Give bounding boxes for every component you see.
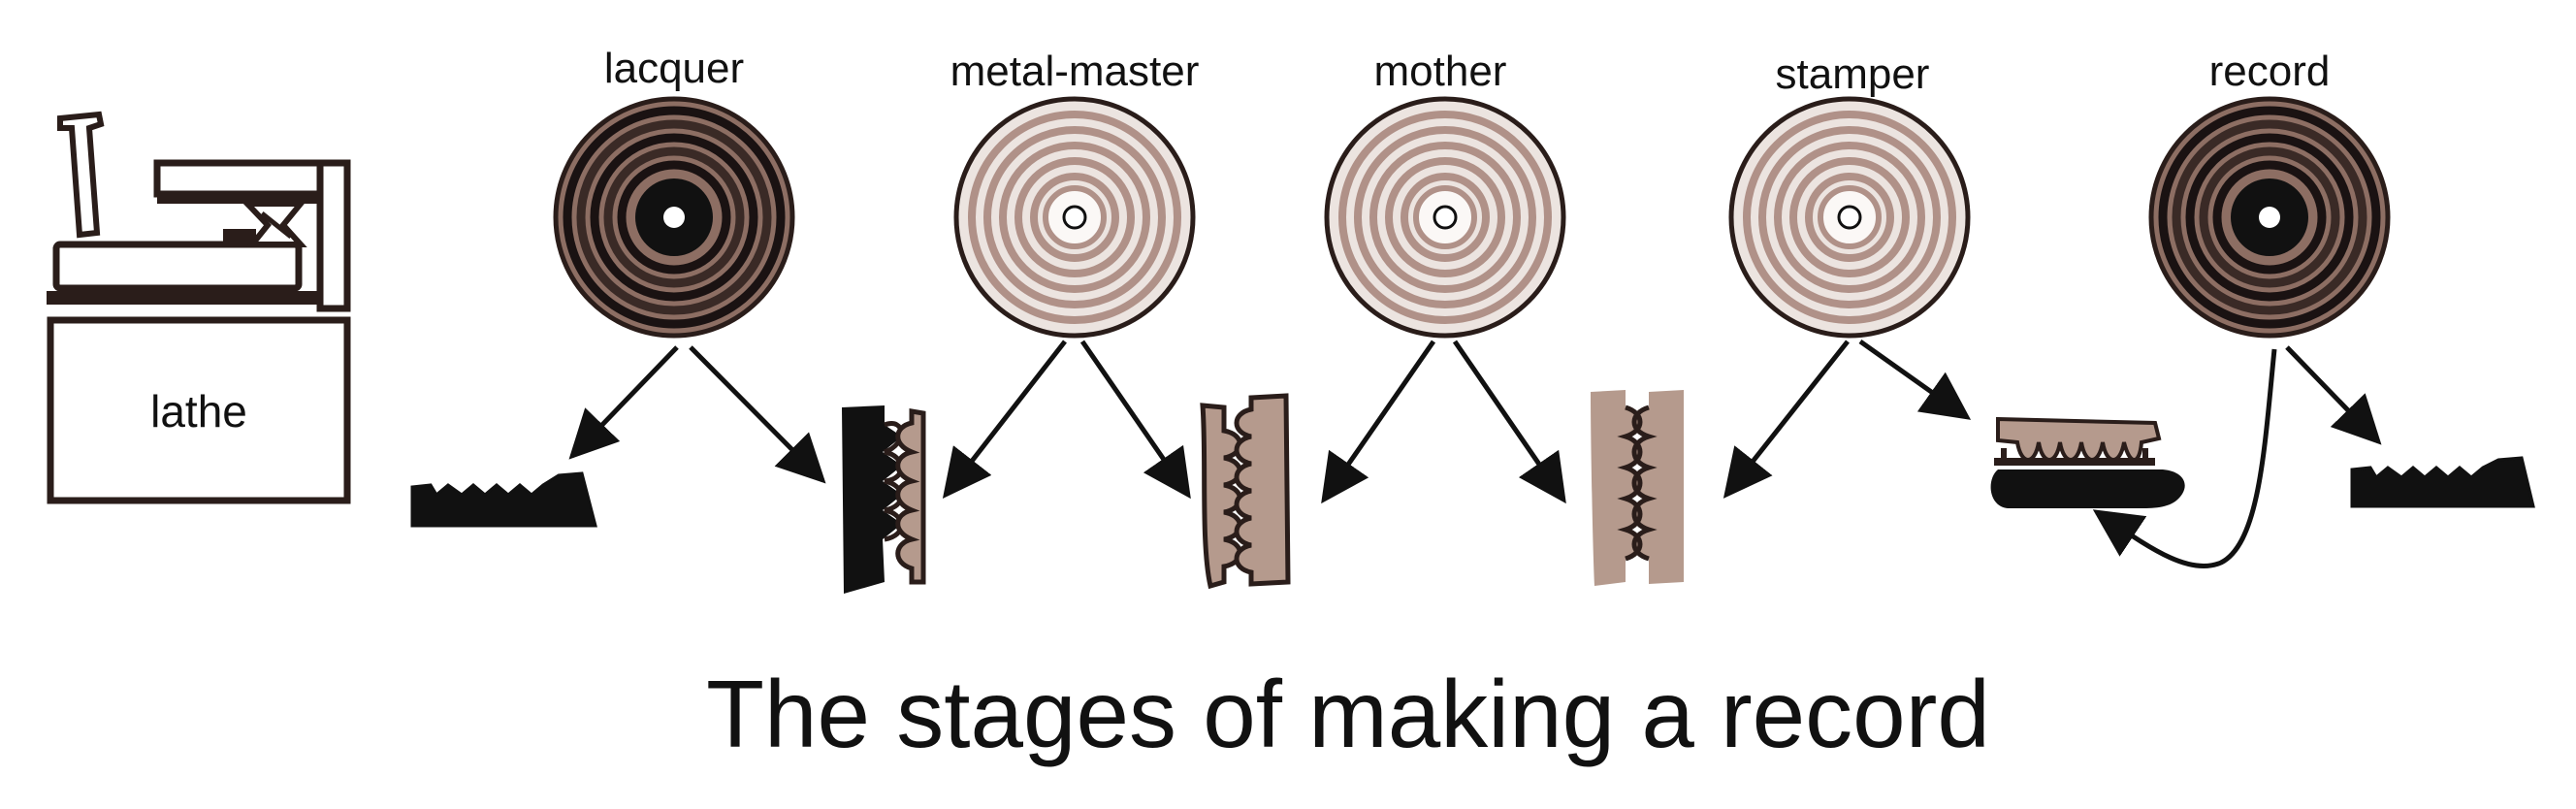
diagram-caption: The stages of making a record [706, 661, 1990, 767]
stage-label-lacquer: lacquer [604, 45, 744, 92]
lathe-icon [47, 111, 351, 504]
mother-stamper-cross-section [1591, 390, 1684, 586]
stamper-record-cross-section [1990, 416, 2185, 508]
arrow-record-curve [2092, 348, 2277, 569]
stage-label-stamper: stamper [1776, 50, 1930, 98]
disc-stamper-icon [1728, 96, 1971, 339]
arrow-mother-right [1452, 340, 1566, 504]
arrow-mother-left [1321, 340, 1436, 504]
disc-mother-icon [1324, 96, 1566, 339]
lacquer-master-cross-section [842, 405, 926, 594]
arrow-lacquer-right [689, 345, 826, 484]
arrow-stamper-left [1723, 340, 1850, 499]
arrow-master-right [1079, 340, 1191, 500]
arrow-lacquer-left [568, 345, 679, 460]
lacquer-cross-section [410, 471, 597, 528]
master-mother-cross-section [1200, 393, 1291, 590]
arrow-stamper-right [1858, 339, 1972, 420]
arrow-record-right [2285, 345, 2382, 445]
stage-label-record: record [2209, 48, 2331, 95]
stage-label-metal-master: metal-master [950, 48, 1200, 95]
arrow-master-left [942, 340, 1067, 499]
flow-arrows [568, 339, 2382, 569]
lathe-label: lathe [150, 386, 247, 437]
disc-record-icon [2148, 96, 2391, 339]
disc-lacquer-icon [553, 96, 795, 339]
disc-metal-master-icon [953, 96, 1196, 339]
stage-label-mother: mother [1374, 48, 1507, 95]
record-cross-section [2350, 456, 2535, 508]
